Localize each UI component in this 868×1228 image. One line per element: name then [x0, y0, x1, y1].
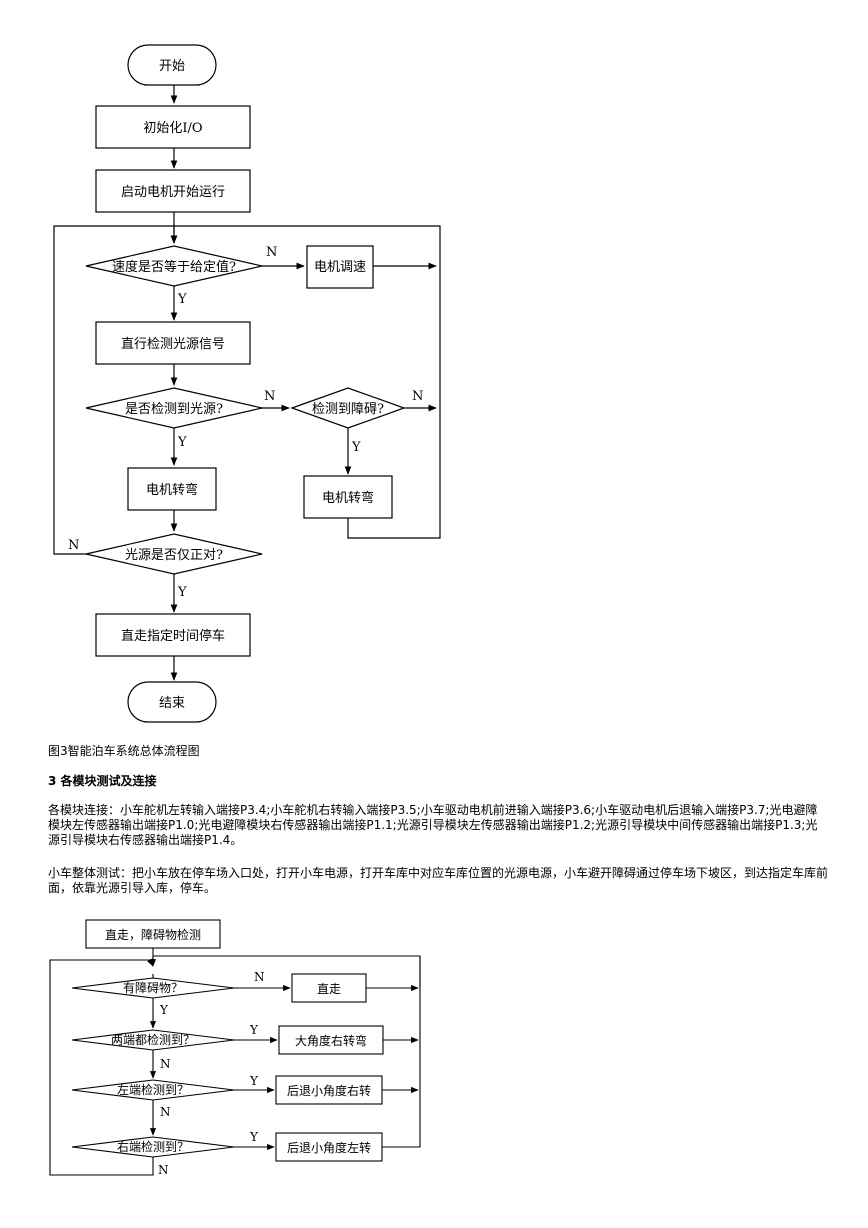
back-small-left-label: 后退小角度左转: [287, 1140, 371, 1155]
big-turn-right-box: [278, 1025, 384, 1055]
right-detected-label: 右端检测到？: [117, 1139, 189, 1154]
speed-yes-label: Y: [177, 292, 187, 307]
start-motor-label: 启动电机开始运行: [121, 185, 225, 200]
left-detected-yes-label: Y: [249, 1074, 259, 1088]
motor-turn-right-box: [303, 475, 393, 519]
motor-turn-left-label: 电机转弯: [146, 482, 198, 498]
both-detected-no-label: N: [160, 1057, 171, 1071]
light-no-label: N: [264, 389, 275, 404]
back-small-right-label: 后退小角度右转: [287, 1083, 371, 1098]
left-detected-label: 左端检测到？: [117, 1082, 189, 1097]
parking-system-flowchart: 开始 初始化I/O 启动电机开始运行 速度是否等于给定值? N 电机调速 Y 直…: [53, 44, 441, 723]
back-small-right-box: [275, 1075, 383, 1105]
motor-speed-box: [306, 245, 374, 289]
end-terminal: [127, 681, 217, 723]
aligned-decision-label: 光源是否仅正对?: [125, 548, 223, 563]
top-box: [85, 919, 221, 949]
speed-no-label: N: [266, 245, 277, 260]
drive-stop-label: 直走指定时间停车: [121, 628, 225, 644]
light-decision-label: 是否检测到光源?: [125, 402, 223, 417]
both-detected-yes-label: Y: [249, 1023, 259, 1037]
motor-turn-left-box: [127, 467, 217, 511]
aligned-yes-label: Y: [177, 585, 187, 600]
init-label: 初始化I/O: [143, 121, 202, 136]
start-label: 开始: [159, 59, 185, 74]
straight-detect-label: 直行检测光源信号: [121, 337, 225, 352]
speed-decision-label: 速度是否等于给定值?: [112, 259, 236, 275]
has-obstacle-no-label: N: [254, 970, 265, 984]
aligned-decision: [85, 533, 263, 575]
obstacle-decision-label: 检测到障碍?: [312, 402, 384, 417]
obstacle-yes-label: Y: [351, 440, 361, 455]
obstacle-avoidance-flowchart: 直走，障碍物检测 有障碍物？ N 直走 Y 两端都检测到？ Y 大角度右转弯 N…: [49, 919, 421, 1177]
motor-speed-label: 电机调速: [314, 260, 366, 275]
drive-stop-box: [95, 613, 251, 657]
big-turn-right-label: 大角度右转弯: [295, 1033, 367, 1048]
has-obstacle-label: 有障碍物？: [123, 980, 183, 995]
go-straight-label: 直走: [317, 982, 341, 996]
right-detected-no-label: N: [158, 1163, 169, 1177]
aligned-no-label: N: [68, 538, 79, 553]
has-obstacle-yes-label: Y: [159, 1003, 169, 1017]
start-terminal: [127, 44, 217, 86]
section-heading: 3 各模块测试及连接: [48, 774, 157, 788]
motor-turn-right-label: 电机转弯: [322, 490, 374, 506]
obstacle-no-label: N: [412, 389, 423, 404]
end-label: 结束: [159, 696, 185, 711]
left-detected-no-label: N: [160, 1105, 171, 1119]
figure-caption: 图3智能泊车系统总体流程图: [48, 744, 200, 758]
right-detected-yes-label: Y: [249, 1130, 259, 1144]
module-connections-paragraph: 各模块连接：小车舵机左转输入端接P3.4;小车舵机右转输入端接P3.5;小车驱动…: [48, 803, 818, 847]
start-motor-box: [95, 169, 251, 213]
light-yes-label: Y: [177, 435, 187, 450]
init-box: [95, 105, 251, 149]
both-detected-label: 两端都检测到？: [111, 1032, 195, 1047]
straight-detect-box: [95, 321, 251, 365]
top-label: 直走，障碍物检测: [105, 927, 201, 942]
overall-test-paragraph: 小车整体测试：把小车放在停车场入口处，打开小车电源，打开车库中对应车库位置的光源…: [48, 866, 829, 895]
